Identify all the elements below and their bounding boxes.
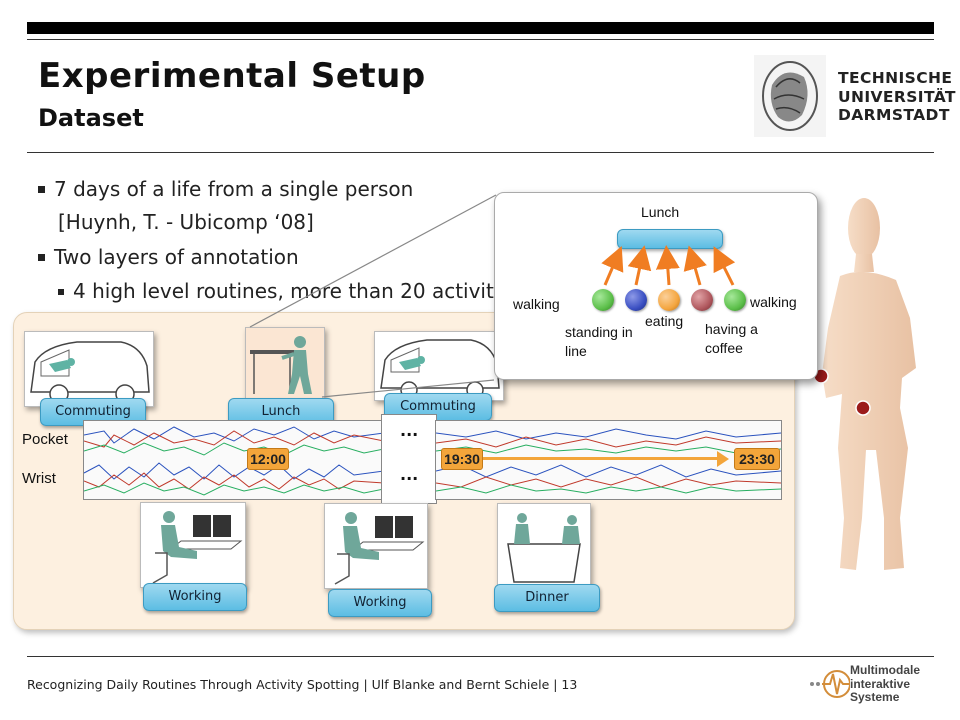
mis-logo-icon [810,670,850,698]
athena-seal-icon [754,55,826,137]
activity-label-coffee: having a coffee [705,321,758,356]
sensor-label-pocket: Pocket [22,431,68,448]
sensor-signal-left [83,420,385,500]
activity-node-standing [625,289,647,311]
footer-text: Recognizing Daily Routines Through Activ… [27,677,578,692]
activity-node-walking-2 [724,289,746,311]
university-logo: TECHNISCHE UNIVERSITÄT DARMSTADT [754,55,956,137]
bullet-1-cont: [Huynh, T. - Ubicomp ‘08] [58,210,314,234]
footer-rule [27,656,934,657]
university-logo-text: TECHNISCHE UNIVERSITÄT DARMSTADT [838,69,956,124]
time-label-2330: 23:30 [734,448,780,470]
mis-logo: Multimodale interaktive Systeme [808,660,948,714]
activity-label-standing: standing in line [565,324,633,359]
popup-title: Lunch [641,204,680,220]
routine-commuting-2: Commuting [384,393,492,421]
routine-working-2: Working [328,589,432,617]
mis-logo-text: Multimodale interaktive Systeme [850,663,921,704]
activity-arrows [601,245,736,286]
time-label-1200: 12:00 [247,448,289,470]
ellipsis-pocket: ... [400,421,419,440]
activity-label-walking-1: walking [513,296,560,312]
time-arrow-head-icon [717,451,729,467]
person-silhouette [813,198,916,570]
ellipsis-wrist: ... [400,465,419,484]
activity-node-eating [658,289,680,311]
time-arrow-shaft [483,457,721,460]
working-image-1 [140,502,246,588]
time-label-1930: 19:30 [441,448,483,470]
header-rule [27,39,934,40]
routine-dinner: Dinner [494,584,600,612]
activity-label-walking-2: walking [750,294,797,310]
slide-title: Experimental Setup [38,56,426,96]
activity-node-coffee [691,289,713,311]
title-rule [27,152,934,153]
time-gap: ... ... [381,414,437,504]
slide-subtitle: Dataset [38,104,144,132]
bullet-2: Two layers of annotation [38,245,299,269]
routine-working-1: Working [143,583,247,611]
sub-bullet-1: 4 high level routines, more than 20 acti… [58,279,494,303]
activity-node-walking-1 [592,289,614,311]
top-bar [27,22,934,34]
working-image-2 [324,503,428,589]
lunch-detail-popup: Lunch walking standing in line eating ha… [494,192,818,380]
car-image-1 [24,331,154,407]
bullet-1: 7 days of a life from a single person [38,177,413,201]
sensor-label-wrist: Wrist [22,470,56,487]
activity-label-eating: eating [645,313,684,329]
